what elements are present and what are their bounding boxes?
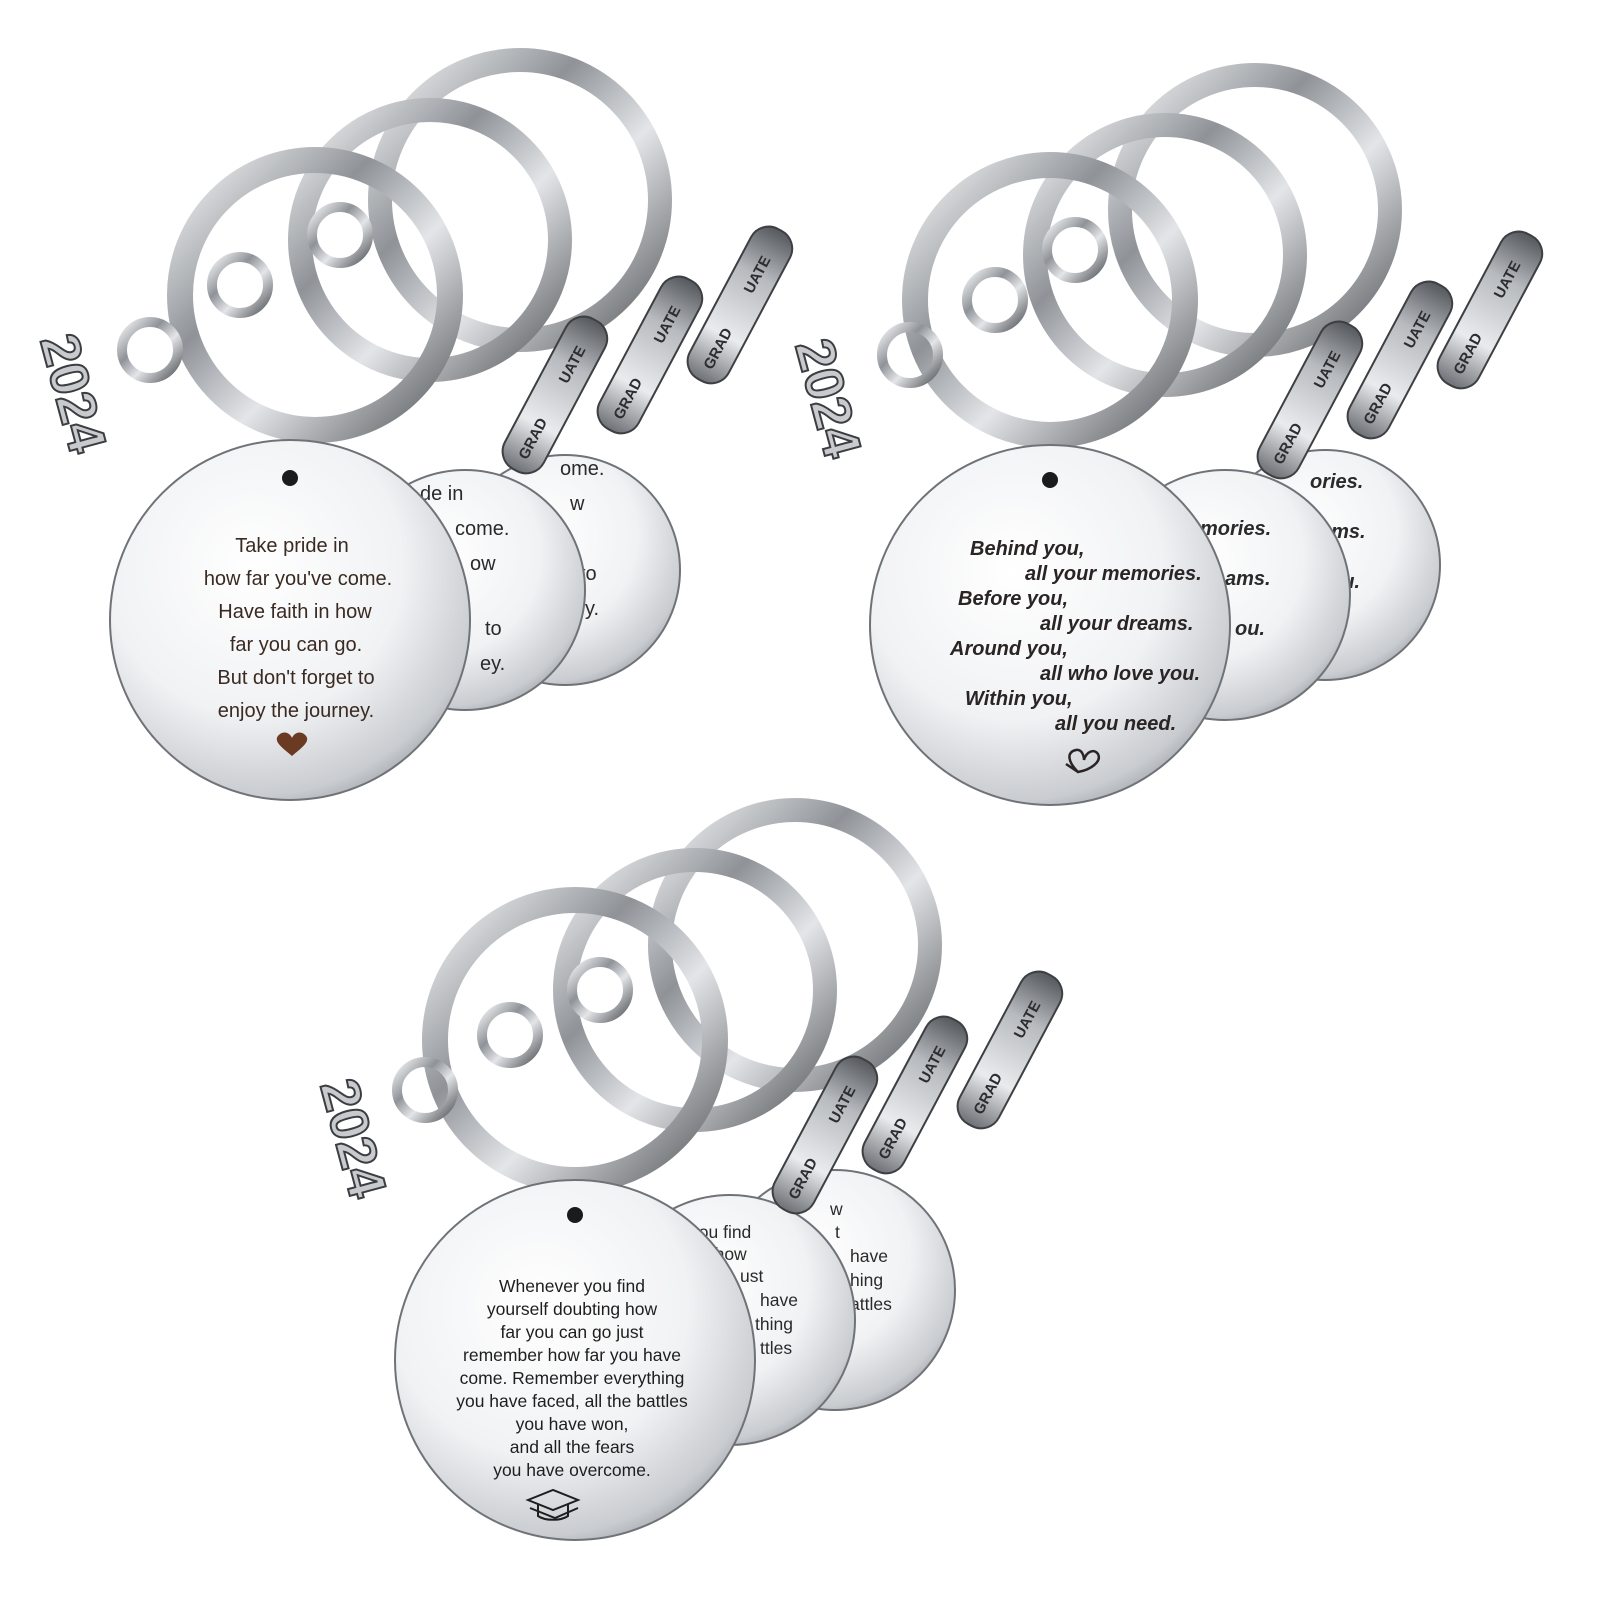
disc-hole (1042, 472, 1058, 488)
svg-text:you have won,: you have won, (516, 1414, 629, 1434)
svg-text:have: have (760, 1290, 798, 1310)
keychain-set-behind-you: 2024 ories. ams. ou. mories. ams. ou. GR… (782, 63, 1544, 806)
diploma-scroll-charm: GRAD UATE (596, 275, 704, 435)
svg-text:y.: y. (585, 598, 599, 620)
svg-text:de in: de in (420, 483, 463, 505)
front-disc-text: Whenever you find yourself doubting how … (456, 1276, 688, 1480)
svg-text:come. Remember everything: come. Remember everything (460, 1368, 685, 1388)
svg-text:ams.: ams. (1225, 568, 1271, 590)
svg-text:yourself doubting how: yourself doubting how (487, 1299, 658, 1319)
diploma-scroll-charm: GRAD UATE (501, 315, 609, 475)
jump-ring (1042, 217, 1108, 283)
jump-ring (962, 267, 1028, 333)
diploma-scroll-charm: GRAD UATE (956, 970, 1064, 1130)
front-disc-text: Behind you, all your memories. Before yo… (949, 538, 1202, 735)
jump-ring (477, 1002, 543, 1068)
pendant-disc-front (394, 1179, 756, 1541)
pendant-disc-front (109, 439, 471, 801)
heart-scribble-icon (1065, 748, 1101, 774)
svg-text:ttles: ttles (760, 1338, 792, 1358)
svg-text:come.: come. (455, 518, 509, 540)
svg-text:mories.: mories. (1200, 518, 1271, 540)
svg-text:far you can go.: far you can go. (230, 634, 362, 656)
keychain-set-whenever: 2024 w t have hing attles you find g how… (307, 798, 1064, 1541)
svg-text:far you can go just: far you can go just (501, 1322, 644, 1342)
year-charm: 2024 (783, 333, 872, 465)
disc-hole (282, 470, 298, 486)
svg-text:ou.: ou. (1235, 618, 1265, 640)
pendant-disc-front (869, 444, 1231, 806)
svg-text:Behind you,: Behind you, (970, 538, 1084, 560)
svg-text:all your dreams.: all your dreams. (1040, 613, 1193, 635)
svg-text:hing: hing (850, 1270, 883, 1290)
keychain-set-pride: 2024 ome. w to y. de in come. ow to ey. … (27, 48, 794, 801)
svg-text:Take pride in: Take pride in (235, 535, 348, 557)
svg-text:you have overcome.: you have overcome. (493, 1460, 651, 1480)
svg-text:But don't forget to: But don't forget to (217, 667, 374, 689)
svg-text:all you need.: all you need. (1055, 713, 1176, 735)
svg-text:ust: ust (740, 1266, 763, 1286)
svg-text:w: w (829, 1199, 843, 1219)
svg-text:all your memories.: all your memories. (1025, 563, 1202, 585)
front-disc-text: Take pride in how far you've come. Have … (204, 535, 392, 722)
svg-text:you have faced, all the battle: you have faced, all the battles (456, 1391, 688, 1411)
key-ring-front (902, 152, 1198, 448)
svg-text:ories.: ories. (1310, 471, 1363, 493)
svg-text:remember how far you have: remember how far you have (463, 1345, 681, 1365)
diploma-scroll-charm: GRAD UATE (686, 225, 794, 385)
svg-text:Around you,: Around you, (949, 638, 1068, 660)
svg-text:to: to (485, 618, 502, 640)
diploma-scroll-charm: GRAD UATE (1256, 320, 1364, 480)
diploma-scroll-charm: GRAD UATE (771, 1055, 879, 1215)
diploma-scroll-charm: GRAD UATE (861, 1015, 969, 1175)
svg-text:thing: thing (755, 1314, 793, 1334)
jump-ring (567, 957, 633, 1023)
back-disc-text: mories. ams. ou. (1200, 518, 1271, 640)
svg-text:t: t (835, 1222, 840, 1242)
back-disc-text: you find g how ust have thing ttles (690, 1222, 798, 1358)
svg-text:ey.: ey. (480, 653, 505, 675)
key-ring-front (167, 147, 463, 443)
diploma-scroll-charm: GRAD UATE (1436, 230, 1544, 390)
svg-text:all who love you.: all who love you. (1040, 663, 1200, 685)
svg-text:ow: ow (470, 553, 496, 575)
svg-text:Within you,: Within you, (965, 688, 1073, 710)
svg-text:Whenever you find: Whenever you find (499, 1276, 645, 1296)
svg-text:and all the fears: and all the fears (510, 1437, 635, 1457)
year-charm: 2024 (28, 328, 117, 460)
back-disc-text: de in come. ow to ey. (420, 483, 509, 675)
svg-text:attles: attles (850, 1294, 892, 1314)
heart-icon (276, 732, 308, 756)
jump-ring (207, 252, 273, 318)
svg-text:Before you,: Before you, (958, 588, 1068, 610)
back-disc-text: ome. w to y. (560, 458, 604, 620)
graduation-cap-icon (525, 1488, 581, 1521)
svg-text:enjoy the journey.: enjoy the journey. (218, 700, 374, 722)
svg-text:Have faith in how: Have faith in how (218, 601, 372, 623)
disc-hole (567, 1207, 583, 1223)
svg-text:w: w (569, 493, 585, 515)
svg-text:how far you've come.: how far you've come. (204, 568, 392, 590)
diploma-scroll-charm: GRAD UATE (1346, 280, 1454, 440)
year-charm: 2024 (308, 1073, 397, 1205)
back-disc-text: w t have hing attles (829, 1199, 892, 1314)
jump-ring (392, 1057, 458, 1123)
svg-text:have: have (850, 1246, 888, 1266)
jump-ring (307, 202, 373, 268)
jump-ring (117, 317, 183, 383)
svg-text:ome.: ome. (560, 458, 604, 480)
jump-ring (877, 322, 943, 388)
